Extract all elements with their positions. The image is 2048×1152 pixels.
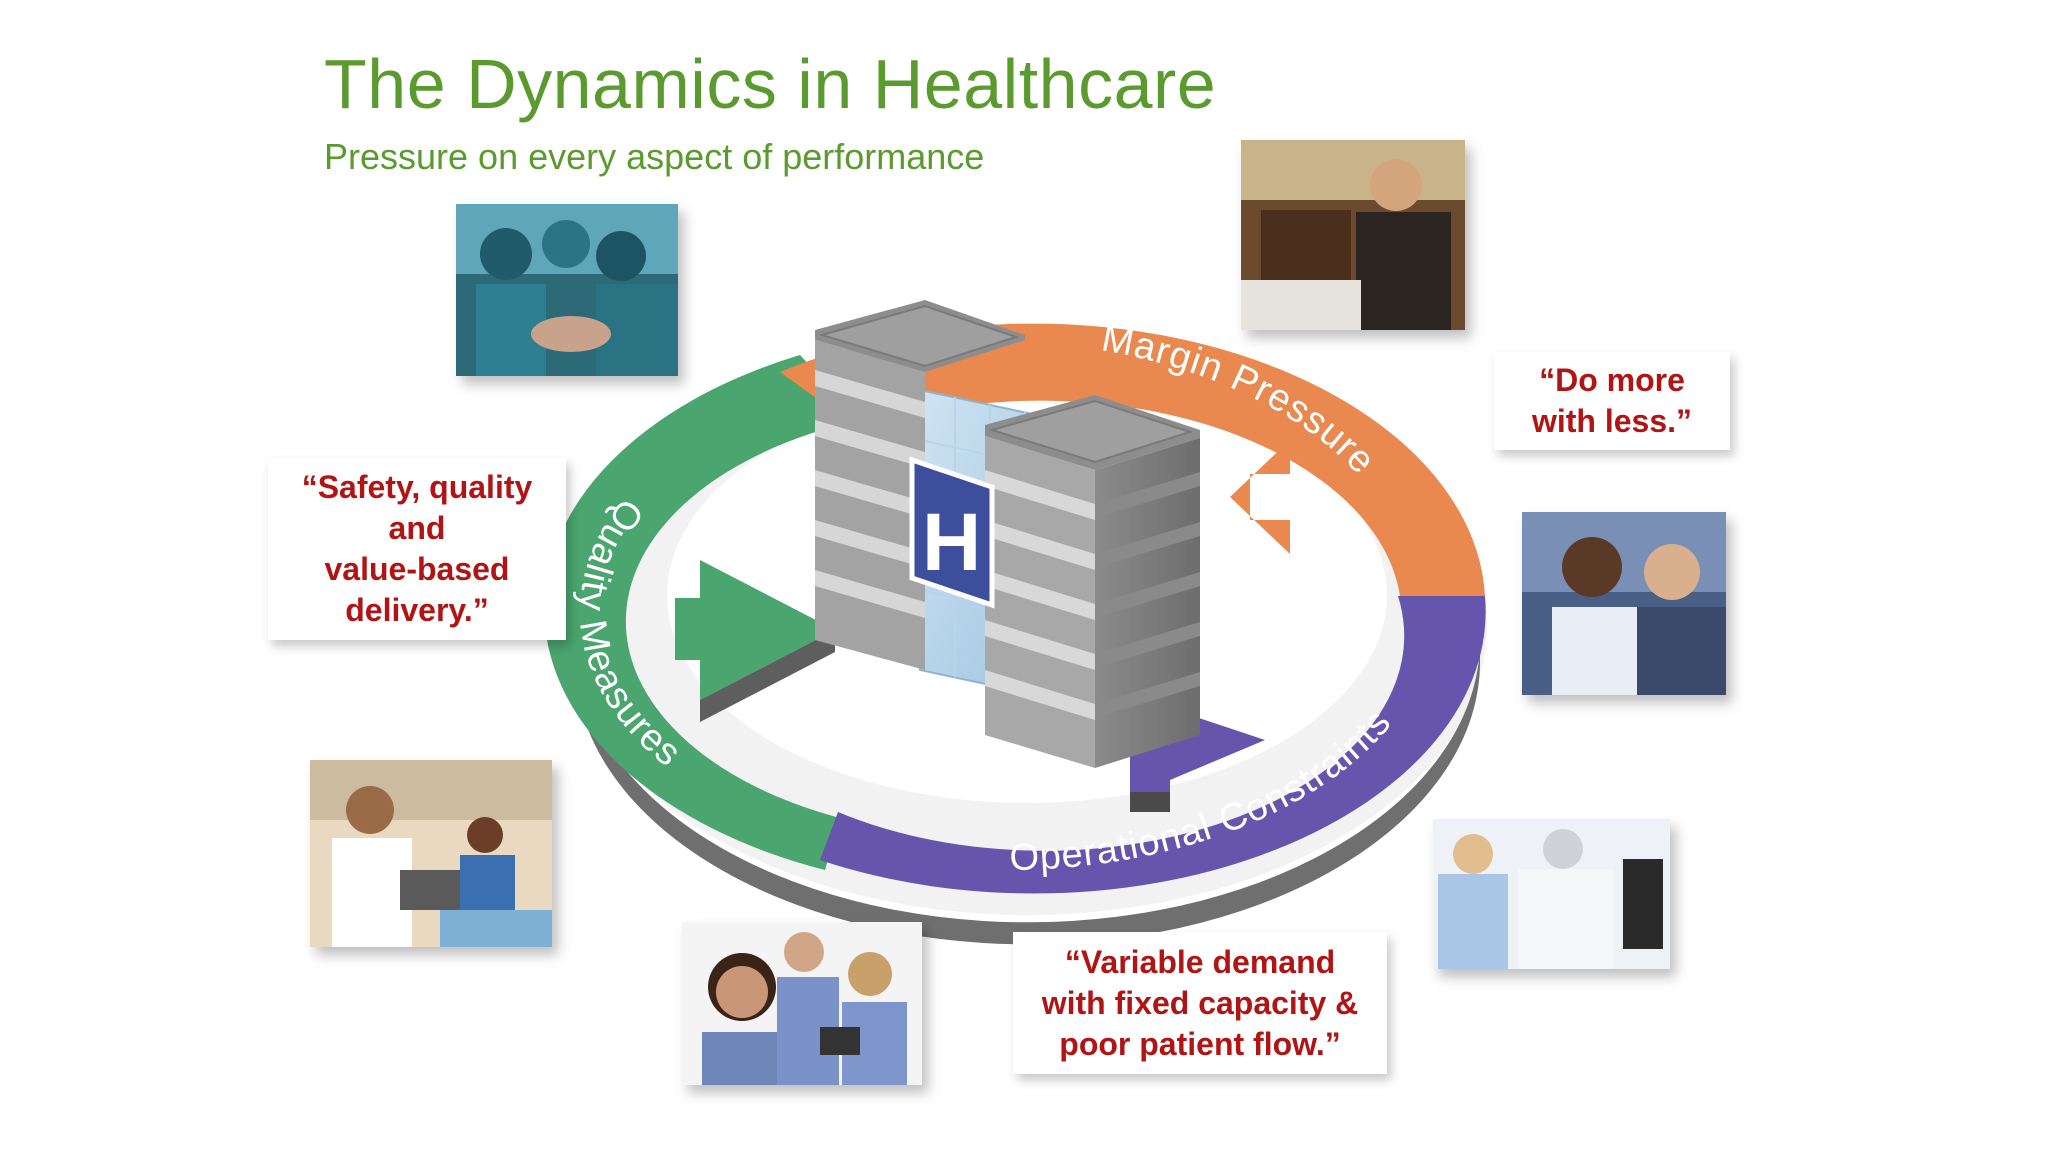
quote-margin: “Do more with less.”: [1494, 352, 1730, 450]
operational-constraints-segment: [820, 596, 1486, 894]
hospital-sign: [909, 456, 995, 609]
hospital-sign-letter: H: [922, 497, 981, 588]
quote-margin-line-1: “Do more: [1539, 362, 1685, 398]
quote-operations-line-2: with fixed capacity &: [1041, 984, 1359, 1021]
quote-operations: “Variable demand with fixed capacity & p…: [1013, 932, 1387, 1074]
quote-quality-line-2: and: [388, 510, 446, 546]
quality-measures-segment: [544, 355, 860, 870]
nursing-staff-photo: [682, 922, 922, 1085]
margin-arrow: [1230, 440, 1290, 554]
quote-quality-line-3: value-based: [324, 551, 510, 587]
margin-pressure-segment: [780, 323, 1485, 596]
quote-margin-line-2: with less.”: [1531, 403, 1693, 439]
doctor-with-laptop-photo: [310, 760, 552, 947]
quote-quality: “Safety, quality and value-based deliver…: [268, 458, 566, 640]
slide-subtitle: Pressure on every aspect of performance: [324, 136, 985, 177]
quality-arrow: [675, 560, 835, 700]
quote-quality-line-1: “Safety, quality: [301, 469, 533, 505]
quote-quality-line-4: delivery.”: [345, 592, 489, 628]
business-meeting-photo: [1522, 512, 1726, 695]
executive-at-desk-photo: [1241, 140, 1465, 330]
quote-operations-line-3: poor patient flow.”: [1059, 1025, 1341, 1062]
doctors-at-monitor-photo: [1433, 819, 1670, 969]
quote-operations-line-1: “Variable demand: [1064, 943, 1336, 980]
slide-title: The Dynamics in Healthcare: [324, 45, 1217, 123]
hospital-building-icon: H: [815, 300, 1200, 768]
surgeons-operating-photo: [456, 204, 678, 376]
